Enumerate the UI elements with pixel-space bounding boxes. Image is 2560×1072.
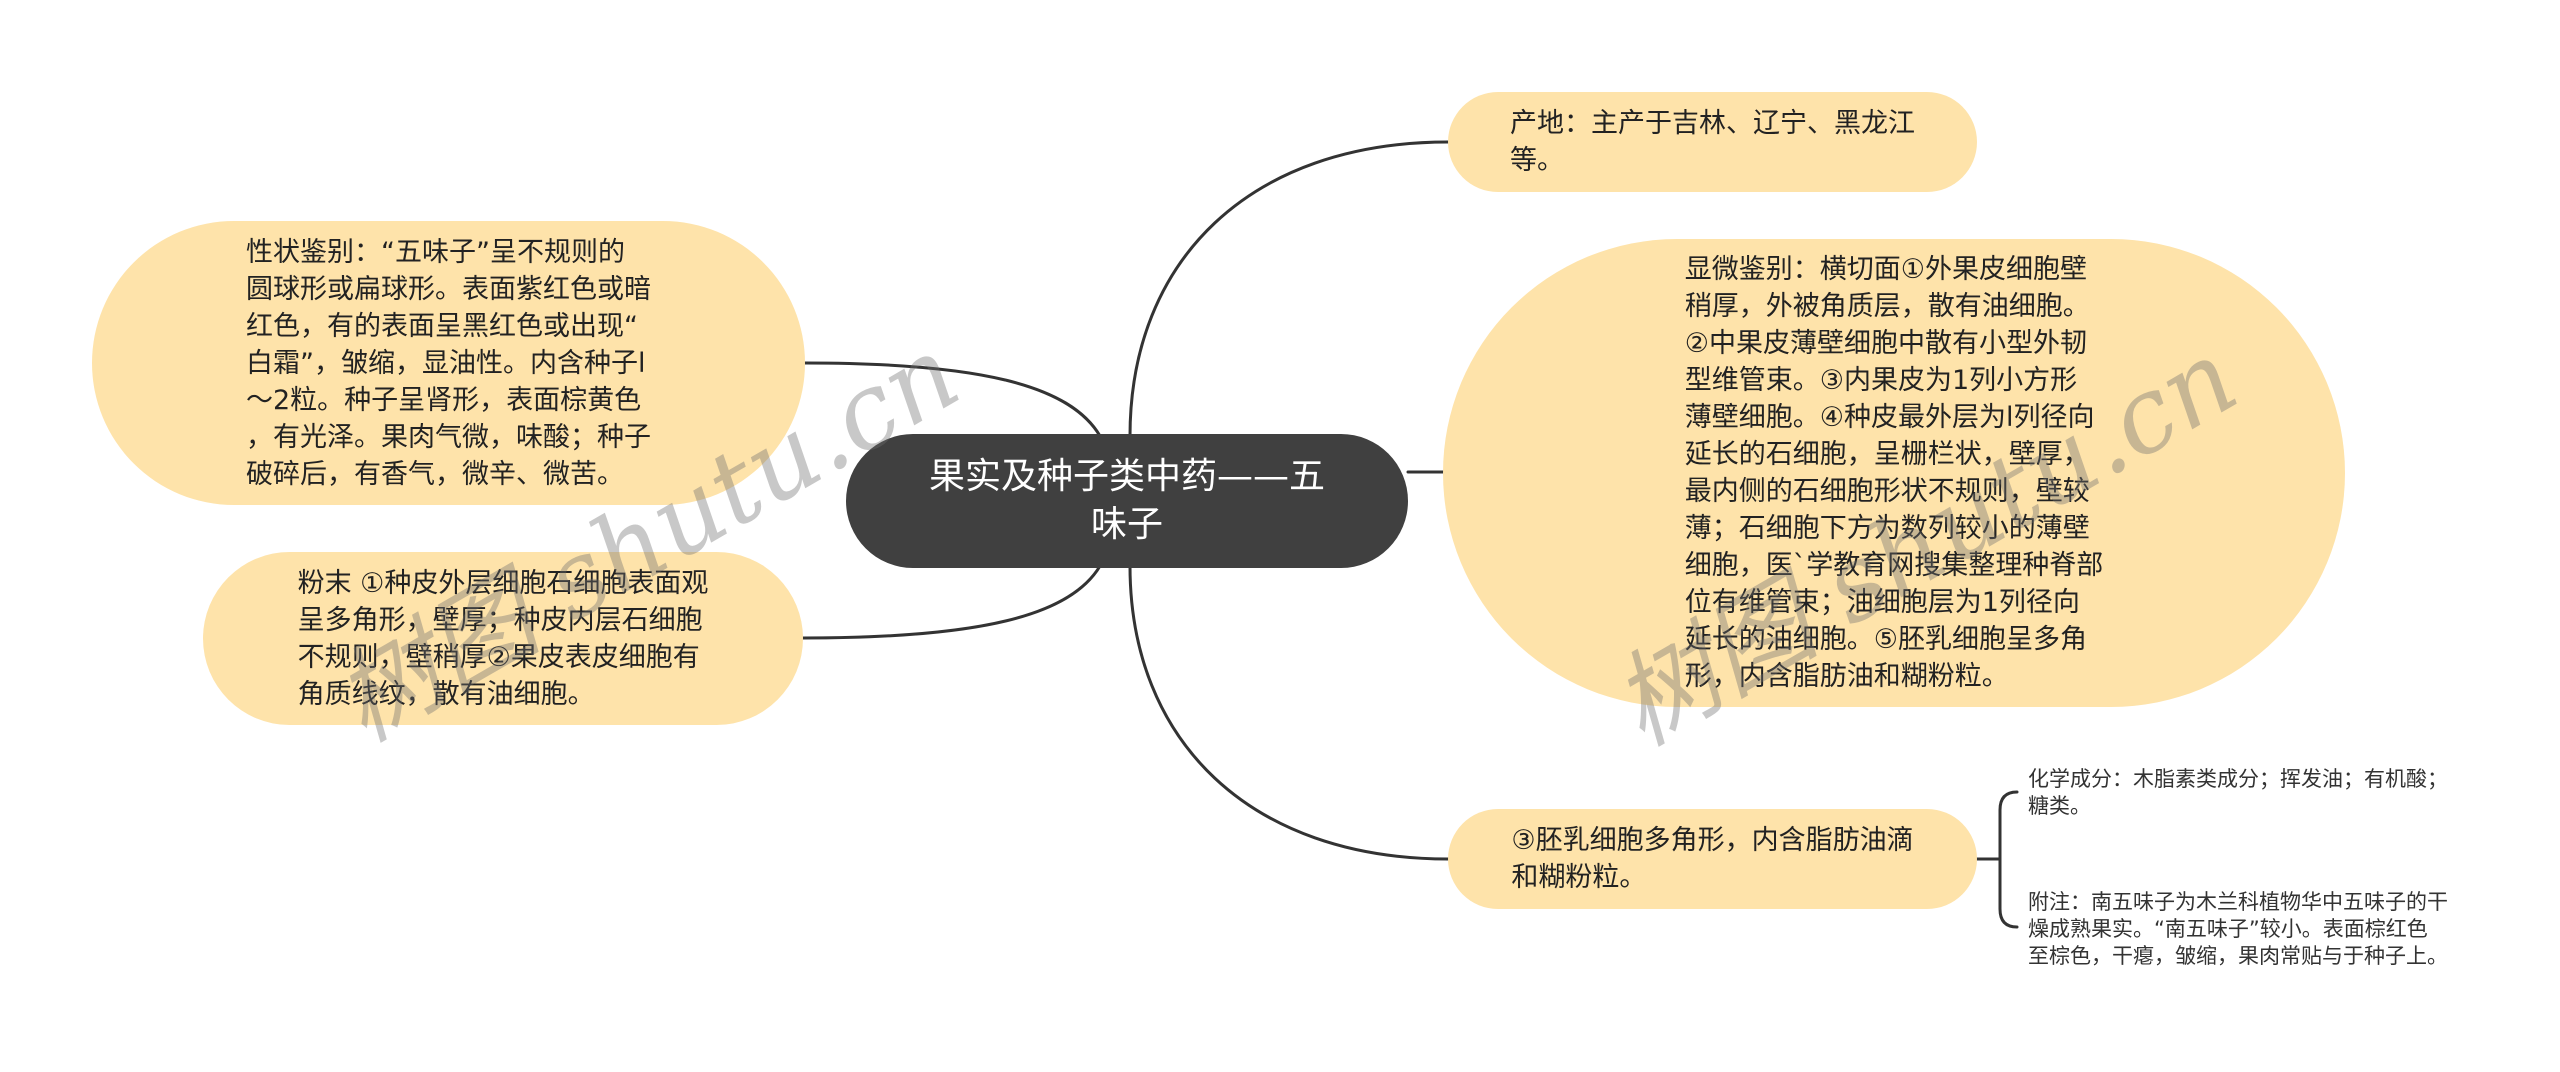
text-line: 果实及种子类中药——五 <box>928 456 1325 497</box>
text-line: 至棕色，干瘪，皱缩，果肉常贴与于种子上。 <box>2028 944 2448 968</box>
topic-powder-text: 粉末 ①种皮外层细胞石细胞表面观 呈多角形，壁厚；种皮内层石细胞 不规则，壁稍厚… <box>298 565 709 713</box>
topic-powder[interactable]: 粉末 ①种皮外层细胞石细胞表面观 呈多角形，壁厚；种皮内层石细胞 不规则，壁稍厚… <box>203 552 803 725</box>
topic-origin-text: 产地：主产于吉林、辽宁、黑龙江 等。 <box>1510 105 1915 179</box>
text-line: 呈多角形，壁厚；种皮内层石细胞 <box>297 604 703 636</box>
text-line: 位有维管束；油细胞层为1列径向 <box>1684 587 2080 618</box>
topic-microscopic[interactable]: 显微鉴别：横切面①外果皮细胞壁 稍厚，外被角质层，散有油细胞。 ②中果皮薄壁细胞… <box>1443 239 2345 707</box>
text-line: 味子 <box>1090 504 1163 545</box>
text-line: 红色，有的表面呈黑红色或出现“ <box>246 310 638 342</box>
text-line: 等。 <box>1510 145 1564 176</box>
text-line: 附注：南五味子为木兰科植物华中五味子的干 <box>2028 890 2448 914</box>
topic-origin[interactable]: 产地：主产于吉林、辽宁、黑龙江 等。 <box>1448 92 1977 192</box>
text-line: ，有光泽。果肉气微，味酸；种子 <box>246 421 651 453</box>
text-line: 燥成熟果实。“南五味子”较小。表面棕红色 <box>2028 917 2428 941</box>
text-line: 稍厚，外被角质层，散有油细胞。 <box>1684 291 2090 322</box>
topic-microscopic-text: 显微鉴别：横切面①外果皮细胞壁 稍厚，外被角质层，散有油细胞。 ②中果皮薄壁细胞… <box>1685 251 2104 695</box>
topic-characteristics[interactable]: 性状鉴别：“五味子”呈不规则的 圆球形或扁球形。表面紫红色或暗 红色，有的表面呈… <box>92 221 805 505</box>
connector-endosperm <box>1128 564 1450 861</box>
text-line: 延长的油细胞。⑤胚乳细胞呈多角 <box>1684 624 2087 655</box>
text-line: 最内侧的石细胞形状不规则，壁较 <box>1684 476 2090 507</box>
text-line: 不规则，壁稍厚②果皮表皮细胞有 <box>297 641 700 673</box>
text-line: 延长的石细胞，呈栅栏状，壁厚， <box>1684 439 2090 470</box>
central-topic-text: 果实及种子类中药——五 味子 <box>929 453 1325 549</box>
topic-characteristics-text: 性状鉴别：“五味子”呈不规则的 圆球形或扁球形。表面紫红色或暗 红色，有的表面呈… <box>246 234 651 493</box>
text-line: 显微鉴别：横切面①外果皮细胞壁 <box>1684 254 2087 285</box>
subtopic-note[interactable]: 附注：南五味子为木兰科植物华中五味子的干 燥成熟果实。“南五味子”较小。表面棕红… <box>2028 889 2448 970</box>
text-line: 糖类。 <box>2028 794 2091 818</box>
text-line: 形，内含脂肪油和糊粉粒。 <box>1684 661 2009 692</box>
text-line: 薄；石细胞下方为数列较小的薄壁 <box>1684 513 2090 544</box>
text-line: 薄壁细胞。④种皮最外层为l列径向 <box>1684 402 2095 433</box>
subtopic-chemical-components[interactable]: 化学成分：木脂素类成分；挥发油；有机酸； 糖类。 <box>2028 766 2448 820</box>
text-line: 圆球形或扁球形。表面紫红色或暗 <box>246 273 651 305</box>
text-line: 性状鉴别：“五味子”呈不规则的 <box>246 236 625 268</box>
text-line: ～2粒。种子呈肾形，表面棕黄色 <box>246 384 642 416</box>
connector-characteristics <box>803 361 1102 438</box>
central-topic[interactable]: 果实及种子类中药——五 味子 <box>846 434 1408 568</box>
text-line: ③胚乳细胞多角形，内含脂肪油滴 <box>1511 825 1914 856</box>
connector-origin <box>1128 140 1450 438</box>
topic-endosperm-text: ③胚乳细胞多角形，内含脂肪油滴 和糊粉粒。 <box>1511 822 1913 896</box>
text-line: 和糊粉粒。 <box>1511 862 1647 893</box>
topic-endosperm[interactable]: ③胚乳细胞多角形，内含脂肪油滴 和糊粉粒。 <box>1448 809 1977 909</box>
text-line: 破碎后，有香气，微辛、微苦。 <box>246 458 624 490</box>
text-line: 产地：主产于吉林、辽宁、黑龙江 <box>1510 108 1915 139</box>
text-line: 细胞，医`学教育网搜集整理种脊部 <box>1684 550 2104 581</box>
text-line: 化学成分：木脂素类成分；挥发油；有机酸； <box>2028 767 2448 791</box>
text-line: 粉末 ①种皮外层细胞石细胞表面观 <box>297 567 709 599</box>
bracket-endosperm-children <box>1998 790 2019 929</box>
text-line: 型维管束。③内果皮为1列小方形 <box>1684 365 2078 396</box>
connector-powder <box>801 564 1102 640</box>
text-line: ②中果皮薄壁细胞中散有小型外韧 <box>1684 328 2087 359</box>
text-line: 角质线纹，散有油细胞。 <box>297 678 595 710</box>
text-line: 白霜”，皱缩，显油性。内含种子l <box>246 347 646 379</box>
